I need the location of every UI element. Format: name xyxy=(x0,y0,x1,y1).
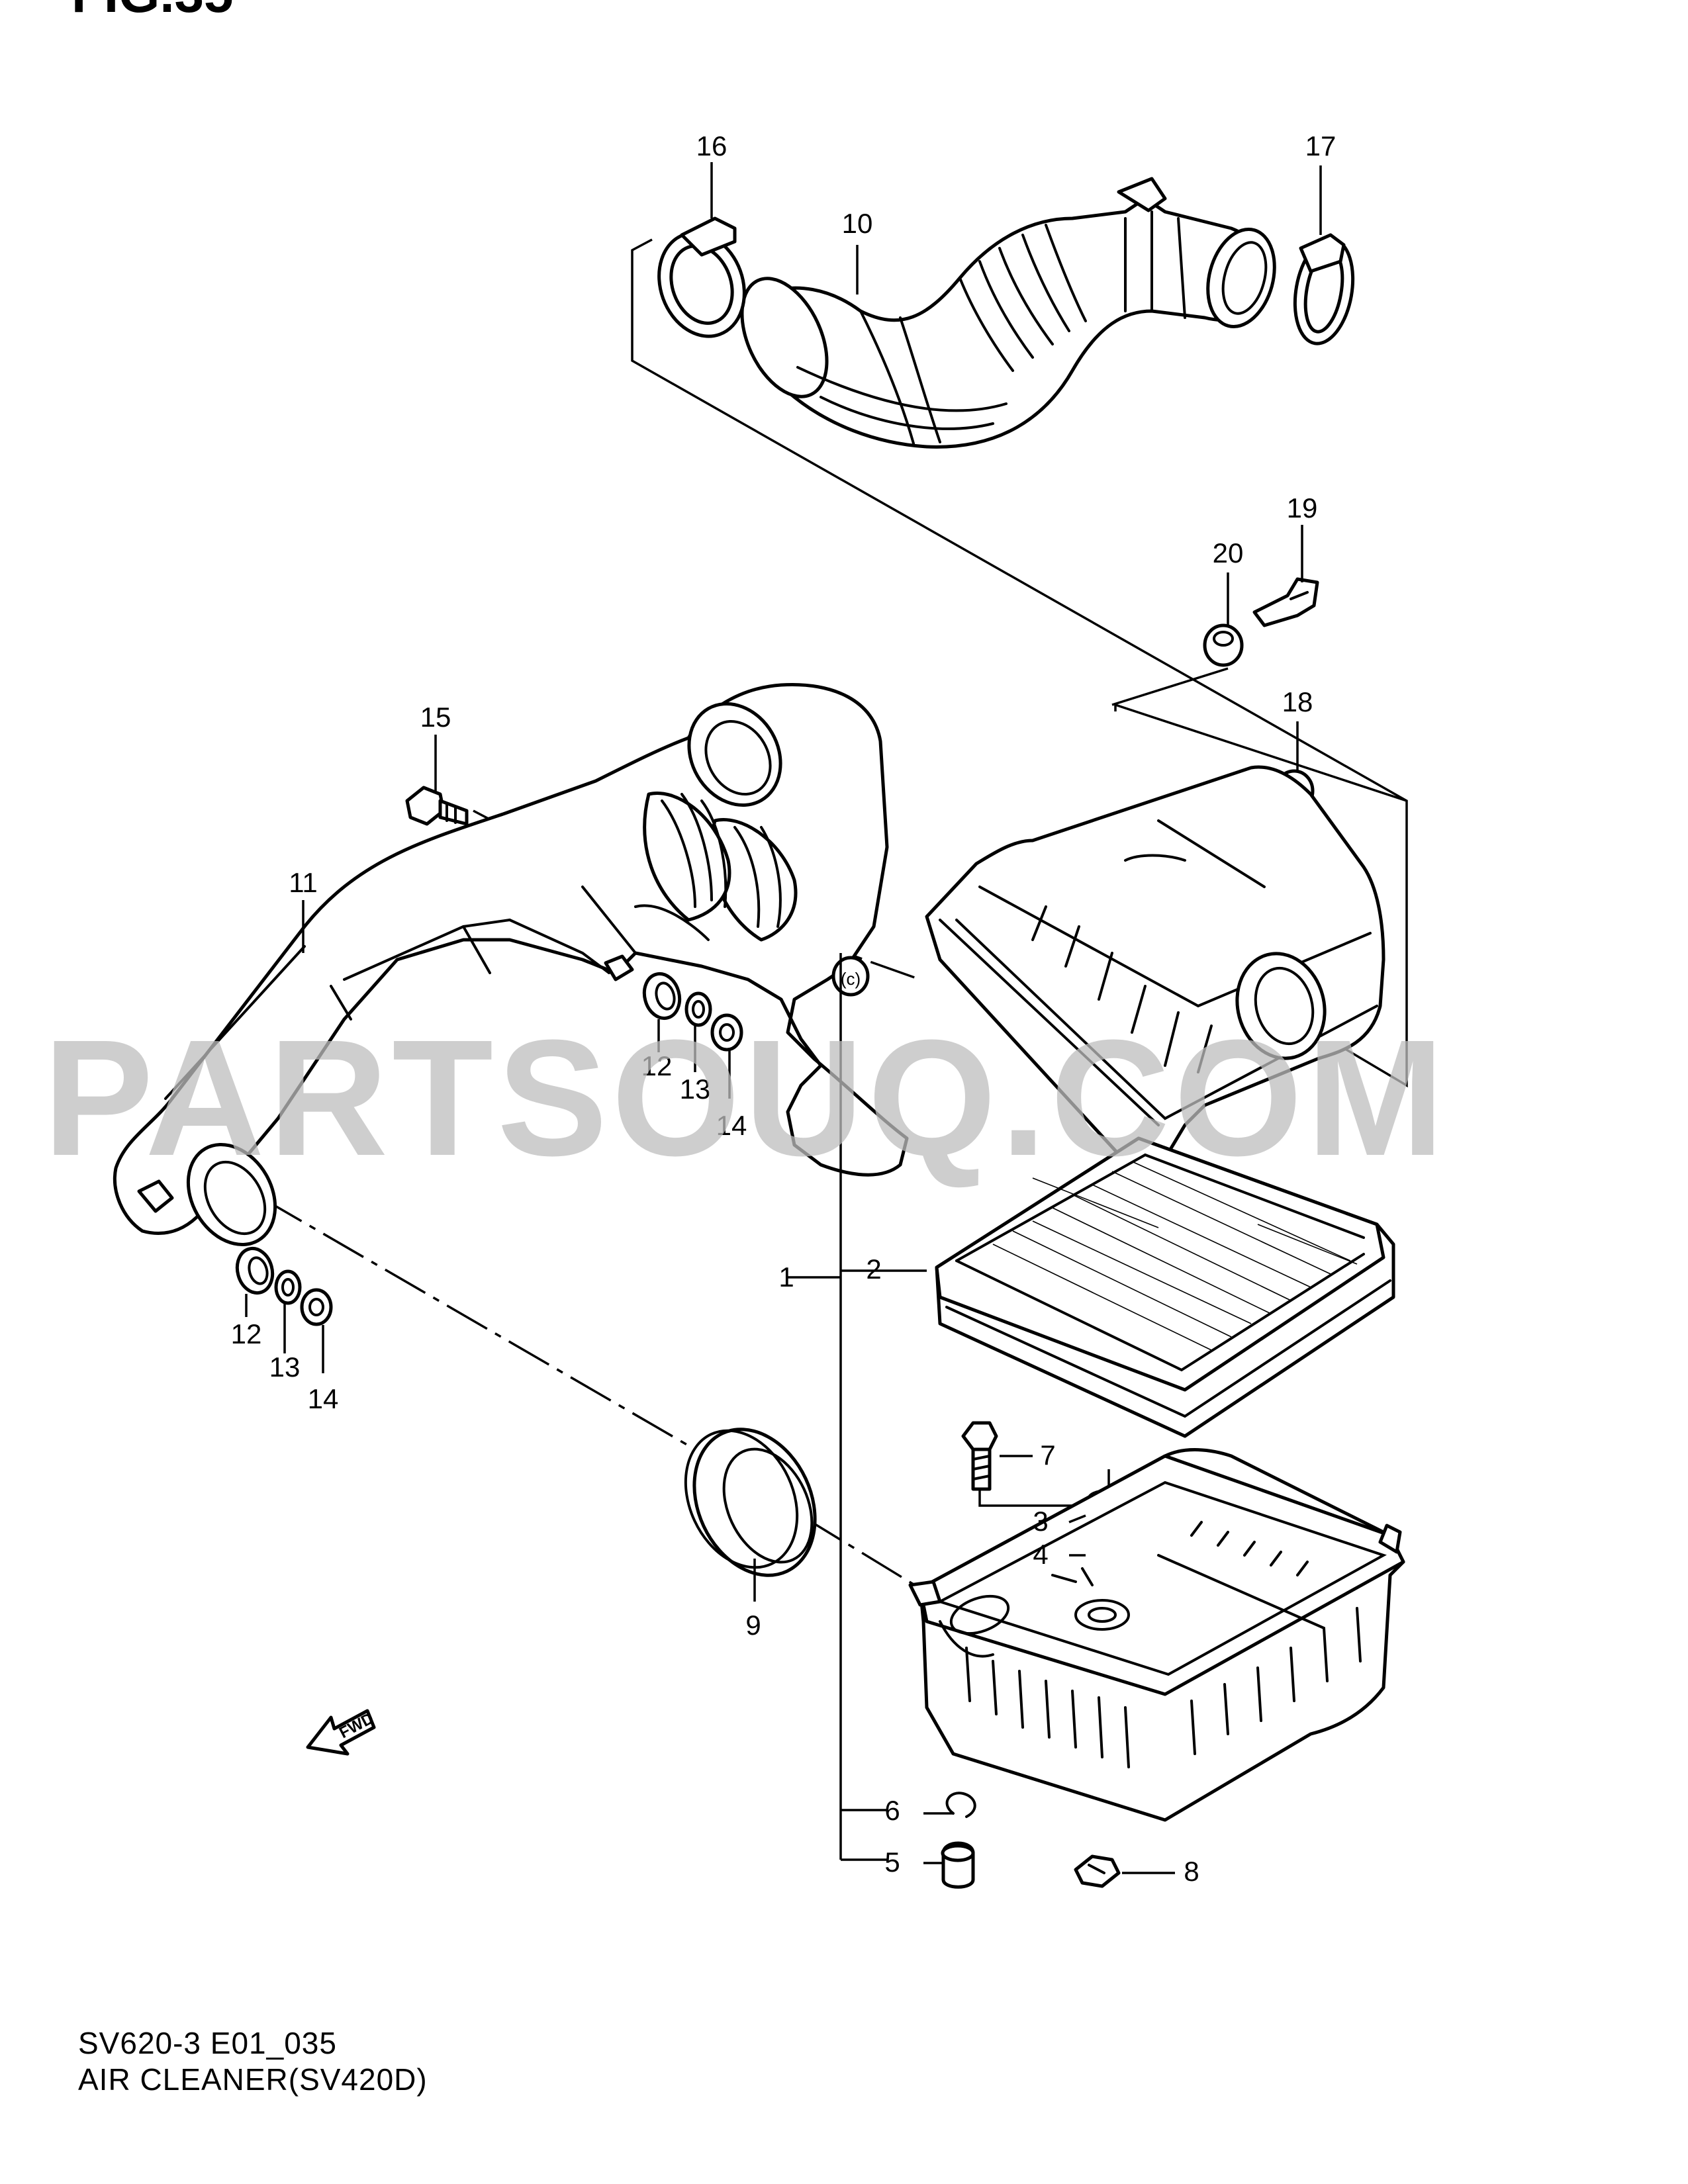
grommet-set-upper xyxy=(642,972,743,1052)
callout-9: 9 xyxy=(745,1610,761,1641)
diagram-code: SV620-3 E01_035 xyxy=(78,2026,337,2060)
callout-7: 7 xyxy=(1040,1439,1055,1471)
callout-2: 2 xyxy=(866,1253,881,1285)
grommet-20 xyxy=(1203,623,1244,667)
figure-label: FIG.35 xyxy=(71,0,234,23)
callout-3: 3 xyxy=(1033,1506,1048,1537)
callout-12-upper: 12 xyxy=(641,1050,673,1081)
callout-8: 8 xyxy=(1184,1856,1199,1887)
callout-10: 10 xyxy=(842,208,873,239)
callout-15: 15 xyxy=(420,702,451,733)
intake-duct-11: (c) xyxy=(113,682,909,1246)
clip-8 xyxy=(1074,1854,1121,1888)
callout-14-upper: 14 xyxy=(716,1110,747,1141)
forward-arrow-icon: FWD xyxy=(306,1709,377,1756)
callout-18: 18 xyxy=(1282,686,1313,717)
callout-14-lower: 14 xyxy=(308,1383,339,1414)
callout-4: 4 xyxy=(1033,1539,1048,1570)
filter-element-2 xyxy=(935,1136,1395,1438)
svg-text:(c): (c) xyxy=(841,969,861,989)
hose-clamp-17 xyxy=(1293,233,1355,345)
callout-20: 20 xyxy=(1213,537,1244,569)
grommet-5 xyxy=(941,1841,975,1889)
callout-19: 19 xyxy=(1287,492,1318,523)
callout-6: 6 xyxy=(884,1795,900,1826)
diagram-title: AIR CLEANER(SV420D) xyxy=(78,2062,428,2097)
watermark: PARTSOUQ.COM xyxy=(43,1005,1448,1190)
callout-17: 17 xyxy=(1305,130,1336,161)
leader-lines xyxy=(245,162,1322,1874)
sensor-19 xyxy=(1252,577,1319,627)
callout-16: 16 xyxy=(696,130,727,161)
callout-5: 5 xyxy=(884,1846,900,1878)
seal-9 xyxy=(684,1428,817,1577)
callout-12-lower: 12 xyxy=(231,1318,262,1349)
callout-numbers: 16 10 17 19 20 18 15 11 12 13 14 12 13 1… xyxy=(231,130,1336,1887)
hose-clamp-16 xyxy=(657,216,746,338)
air-cleaner-lower-case xyxy=(908,1448,1405,1822)
bolt-7 xyxy=(961,1421,998,1491)
callout-13-upper: 13 xyxy=(680,1073,711,1105)
air-cleaner-upper-case xyxy=(925,765,1385,1163)
clip-6 xyxy=(945,1792,976,1818)
grommet-set-lower xyxy=(235,1246,333,1326)
bolt-15 xyxy=(405,786,469,826)
intake-hose-10 xyxy=(740,177,1276,449)
callout-13-lower: 13 xyxy=(269,1351,301,1383)
callout-1: 1 xyxy=(778,1261,794,1293)
callout-11: 11 xyxy=(289,867,318,898)
